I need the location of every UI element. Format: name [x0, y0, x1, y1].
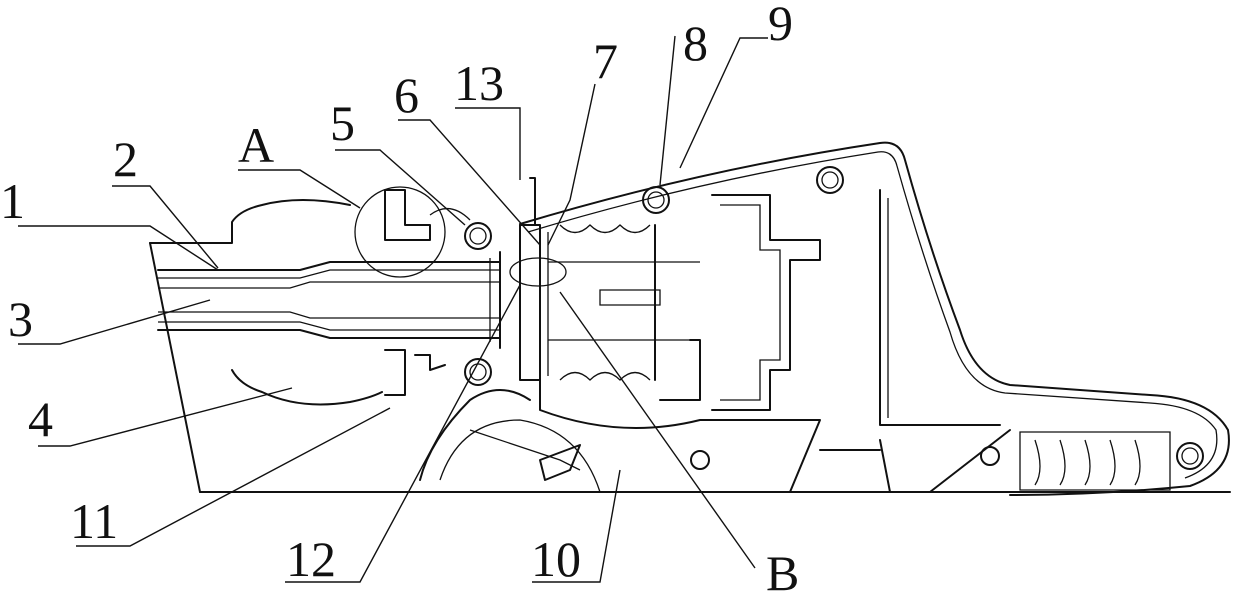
- detail-circle-a: [355, 187, 445, 277]
- callout-b: B: [766, 545, 799, 597]
- callout-7: 7: [593, 33, 618, 89]
- lever-block: [660, 195, 820, 410]
- clamp-collar: [385, 190, 470, 395]
- lower-linkage: [420, 390, 600, 492]
- housing-outline: [150, 143, 1229, 495]
- callout-8: 8: [683, 15, 708, 71]
- callout-5: 5: [330, 95, 355, 151]
- callout-1: 1: [0, 173, 25, 229]
- callout-6: 6: [394, 67, 419, 123]
- callout-4: 4: [28, 391, 53, 447]
- callout-11: 11: [70, 493, 118, 549]
- callout-a: A: [238, 117, 274, 173]
- callout-2: 2: [113, 131, 138, 187]
- callout-9: 9: [768, 0, 793, 51]
- callout-10: 10: [531, 531, 581, 587]
- callout-12: 12: [286, 531, 336, 587]
- spring-plunger: [510, 178, 700, 380]
- callout-3: 3: [8, 291, 33, 347]
- callout-13: 13: [454, 55, 504, 111]
- pins: [465, 167, 1203, 469]
